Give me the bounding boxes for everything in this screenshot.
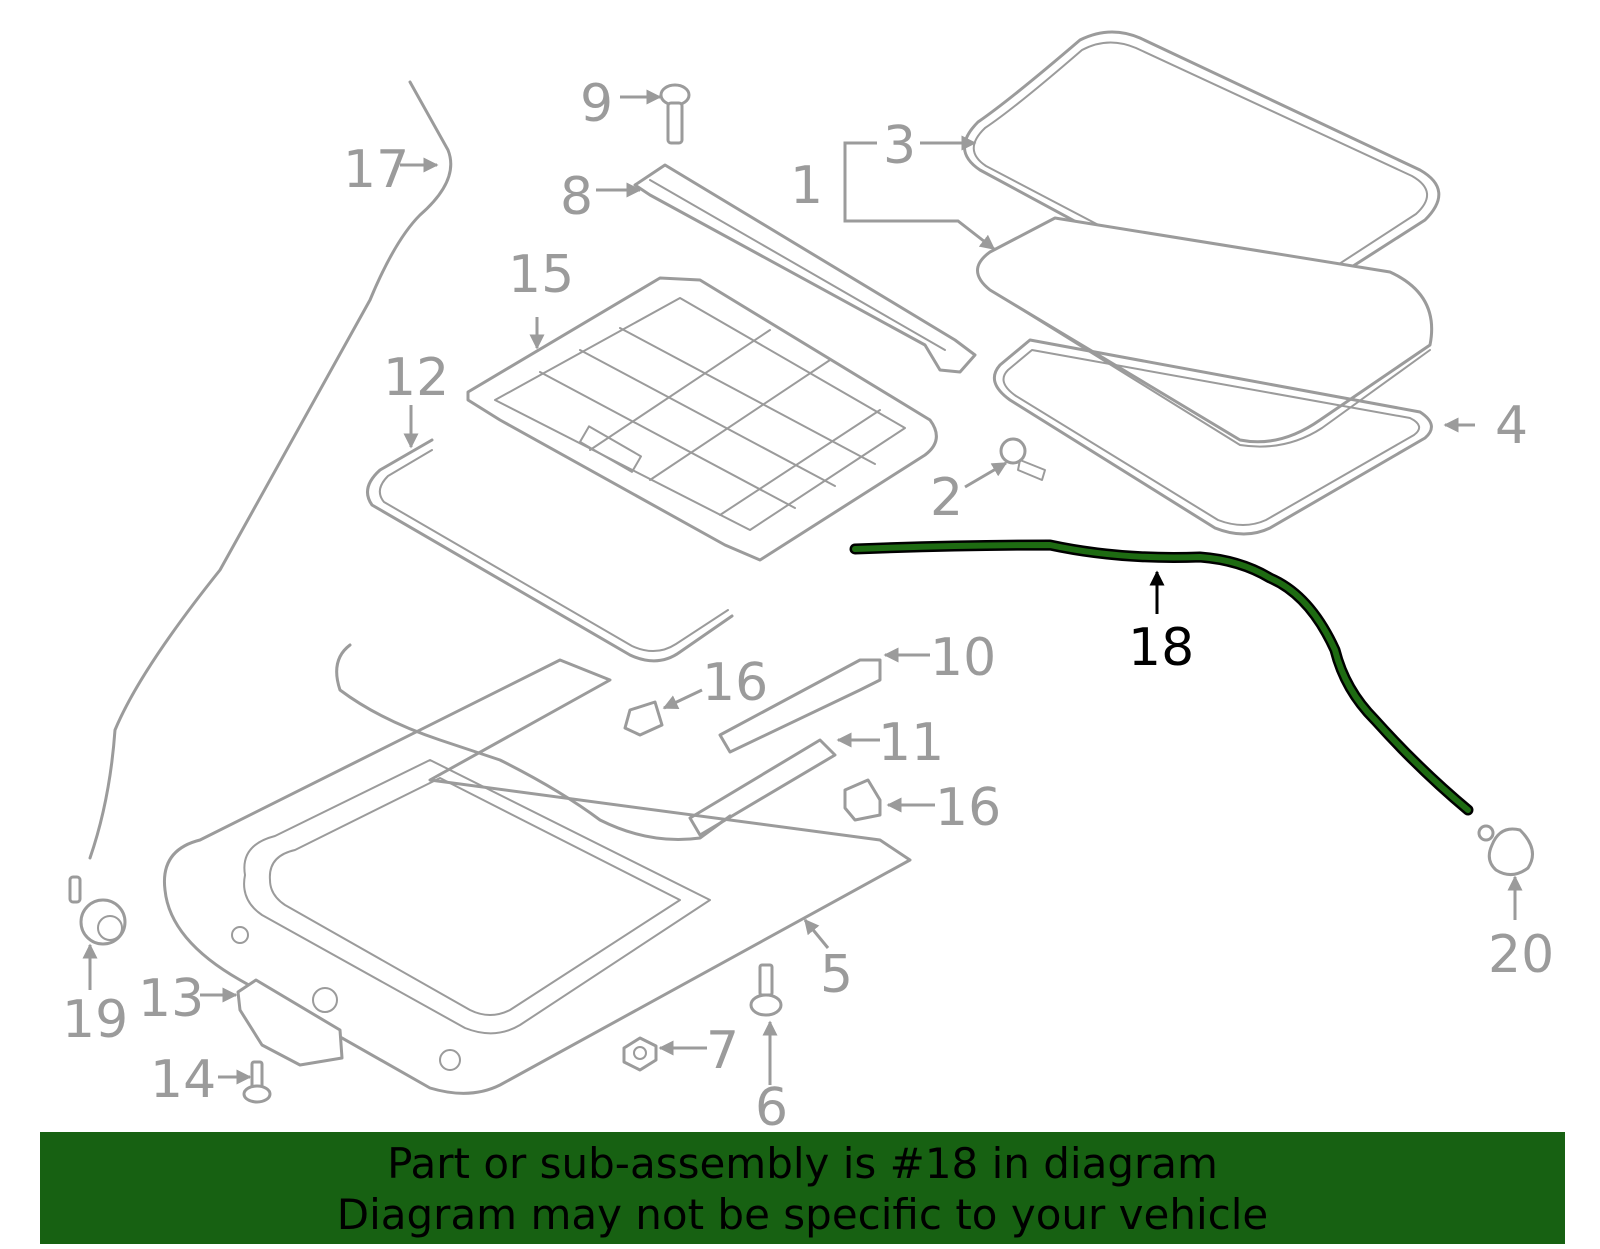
callout-14: 14 xyxy=(150,1050,216,1110)
wind-deflector xyxy=(633,163,977,374)
callout-20: 20 xyxy=(1488,925,1554,985)
callout-16b: 16 xyxy=(935,778,1001,838)
callout-18: 18 xyxy=(1128,618,1194,678)
callout-15: 15 xyxy=(508,245,574,305)
motor-13 xyxy=(236,978,344,1067)
callout-9: 9 xyxy=(580,74,613,134)
info-banner: Part or sub-assembly is #18 in diagram D… xyxy=(40,1132,1565,1244)
guide-rail-11 xyxy=(688,738,837,837)
grommet-19 xyxy=(68,875,127,946)
callout-2: 2 xyxy=(930,468,963,528)
callout-7: 7 xyxy=(706,1021,739,1081)
callout-8: 8 xyxy=(560,167,593,227)
callout-5: 5 xyxy=(820,945,853,1005)
drain-hose-18 xyxy=(849,539,1474,816)
callout-10: 10 xyxy=(930,628,996,688)
banner-line-2: Diagram may not be specific to your vehi… xyxy=(336,1190,1269,1239)
callout-6: 6 xyxy=(755,1078,788,1130)
callout-labels: 1 2 3 4 5 6 7 8 9 10 11 12 13 14 15 16 1… xyxy=(62,74,1554,1130)
parts-diagram: 1 2 3 4 5 6 7 8 9 10 11 12 13 14 15 16 1… xyxy=(62,30,1554,1130)
callout-12: 12 xyxy=(383,348,449,408)
sunshade xyxy=(466,276,938,562)
nut-7 xyxy=(622,1036,658,1072)
grommet-20 xyxy=(1477,824,1534,876)
banner-line-1: Part or sub-assembly is #18 in diagram xyxy=(387,1139,1218,1188)
stopper-16a xyxy=(623,700,664,737)
panel-liner xyxy=(976,216,1434,448)
callout-1: 1 xyxy=(790,156,823,216)
callout-11: 11 xyxy=(878,713,944,773)
callout-16a: 16 xyxy=(702,653,768,713)
callout-4: 4 xyxy=(1495,396,1528,456)
bolt-2 xyxy=(999,437,1046,481)
callout-13: 13 xyxy=(138,969,204,1029)
screw-14 xyxy=(242,1060,272,1104)
callout-19: 19 xyxy=(62,990,128,1050)
glass-panel xyxy=(963,30,1441,312)
callout-17: 17 xyxy=(343,140,409,200)
glass-seal xyxy=(992,338,1433,536)
sunroof-frame xyxy=(162,658,912,1095)
drain-hose-17 xyxy=(88,80,453,860)
drive-cable xyxy=(335,643,732,841)
callout-3: 3 xyxy=(883,116,916,176)
stopper-16b xyxy=(843,778,882,822)
frame-seal xyxy=(366,438,734,663)
bolt-9 xyxy=(659,83,691,145)
guide-rail-10 xyxy=(718,658,882,754)
bolt-6 xyxy=(749,963,783,1017)
leader-lines xyxy=(82,89,1523,1085)
